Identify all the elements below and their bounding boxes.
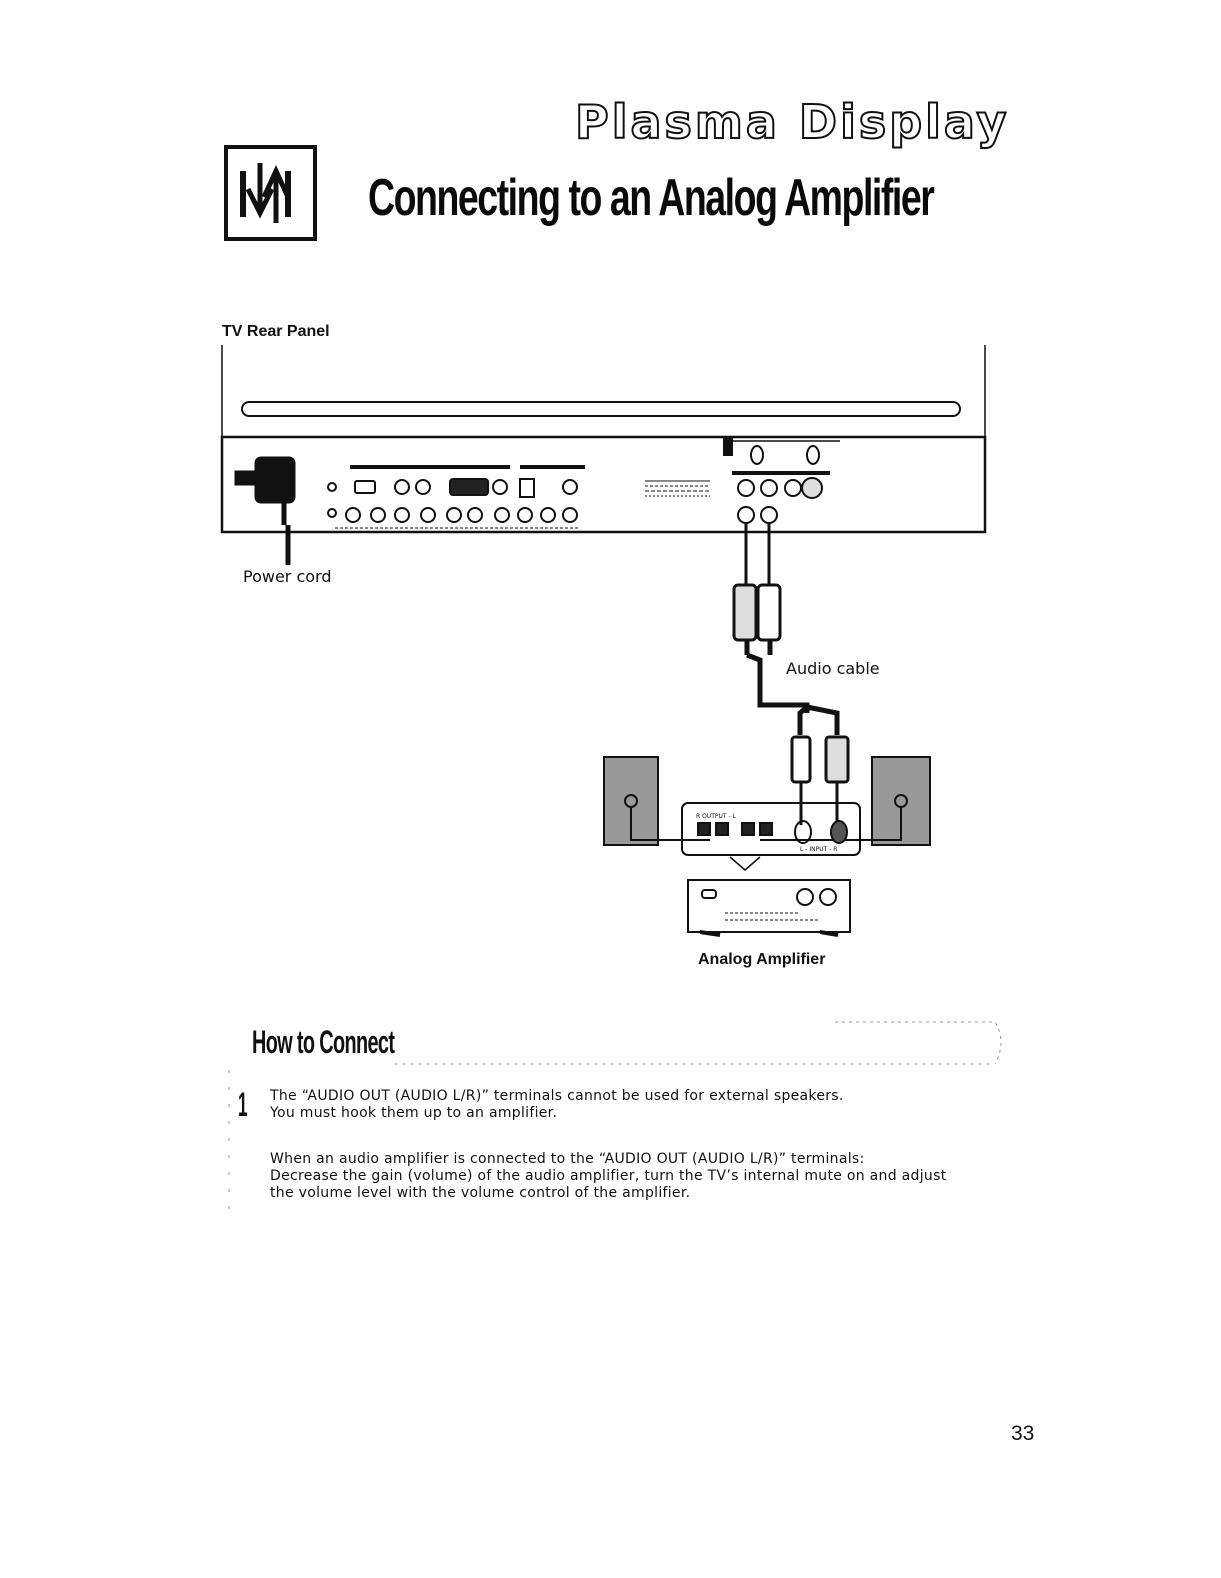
note-line: Decrease the gain (volume) of the audio … bbox=[270, 1168, 947, 1184]
analog-amplifier-label: Analog Amplifier bbox=[698, 951, 826, 968]
how-to-connect-heading: How to Connect bbox=[252, 1024, 395, 1060]
connection-diagram: R OUTPUT - L L - INPUT - R bbox=[220, 345, 987, 937]
note-line: the volume level with the volume control… bbox=[270, 1185, 691, 1201]
panel-jacks bbox=[327, 436, 840, 529]
margin-marks bbox=[228, 1070, 230, 1215]
step-number: 1 bbox=[238, 1086, 248, 1124]
note-text: When an audio amplifier is connected to … bbox=[270, 1151, 946, 1202]
note-line: When an audio amplifier is connected to … bbox=[270, 1151, 865, 1167]
heading-decoration bbox=[395, 1021, 1002, 1065]
page-number: 33 bbox=[1011, 1422, 1035, 1445]
step-text: The “AUDIO OUT (AUDIO L/R)” terminals ca… bbox=[270, 1088, 844, 1122]
input-output-arrows-icon bbox=[224, 145, 317, 241]
power-cord bbox=[234, 456, 296, 565]
audio-cable bbox=[732, 523, 850, 825]
amplifier-terminal-box bbox=[681, 802, 861, 856]
speakers bbox=[603, 756, 931, 846]
power-cord-label: Power cord bbox=[243, 567, 332, 586]
step-line: The “AUDIO OUT (AUDIO L/R)” terminals ca… bbox=[270, 1088, 844, 1104]
audio-cable-label: Audio cable bbox=[786, 659, 880, 678]
page-title: Connecting to an Analog Amplifier bbox=[368, 169, 935, 227]
step-line: You must hook them up to an amplifier. bbox=[270, 1105, 558, 1121]
amp-input-label: L - INPUT - R bbox=[800, 846, 837, 853]
analog-amplifier-unit bbox=[687, 856, 851, 937]
brand-title: Plasma Display bbox=[574, 94, 1010, 150]
tv-rear-panel bbox=[220, 345, 987, 534]
tv-rear-panel-label: TV Rear Panel bbox=[222, 323, 330, 340]
amp-output-label: R OUTPUT - L bbox=[696, 813, 737, 820]
